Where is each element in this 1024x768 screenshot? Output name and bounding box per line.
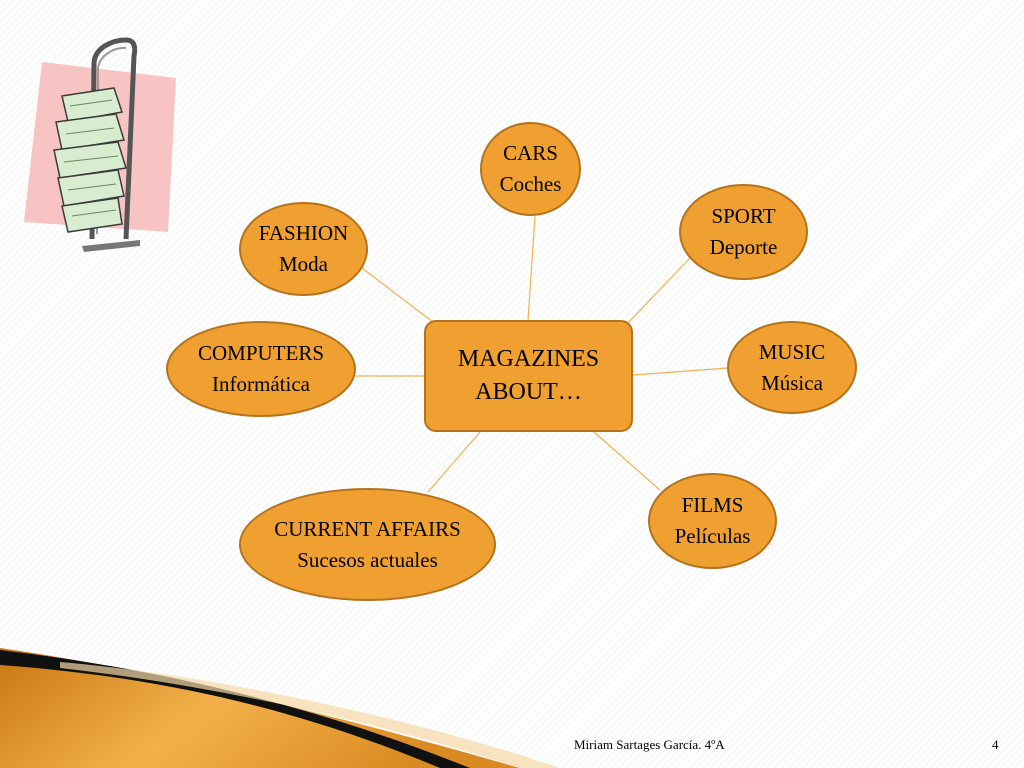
connector-sport [627,257,691,324]
center-label-line1: MAGAZINES [457,346,600,372]
node-computers: COMPUTERS Informática [166,321,356,417]
node-films-es: Películas [674,524,751,548]
node-computers-es: Informática [212,372,310,396]
node-current-affairs: CURRENT AFFAIRS Sucesos actuales [239,488,496,601]
node-music-en: MUSIC [758,339,826,364]
node-current-affairs-es: Sucesos actuales [297,547,438,572]
node-computers-en: COMPUTERS [197,341,325,365]
node-current-affairs-en: CURRENT AFFAIRS [274,516,461,541]
node-sport-es: Deporte [709,235,778,259]
connector-fashion [361,267,434,323]
node-fashion-en: FASHION [258,221,349,245]
connector-current-affairs [427,431,481,493]
node-music: MUSIC Música [727,321,857,414]
node-films-en: FILMS [681,493,744,517]
node-sport-en: SPORT [711,204,776,228]
footer-page-number: 4 [992,737,999,752]
connector-films [593,431,661,491]
node-cars-en: CARS [503,141,558,165]
connector-cars [527,215,536,321]
node-cars: CARS Coches [480,122,581,216]
footer-author: Miriam Sartages García. 4ºA [574,737,725,752]
node-films: FILMS Películas [648,473,777,569]
magazine-rack-icon [24,37,176,252]
node-fashion-es: Moda [279,252,328,276]
center-node-magazines: MAGAZINES ABOUT… [424,320,633,432]
node-cars-es: Coches [499,172,562,196]
node-music-es: Música [761,370,823,395]
connector-music [632,367,729,376]
node-sport: SPORT Deporte [679,184,808,280]
node-fashion: FASHION Moda [239,202,368,296]
center-label-line2: ABOUT… [475,379,582,405]
